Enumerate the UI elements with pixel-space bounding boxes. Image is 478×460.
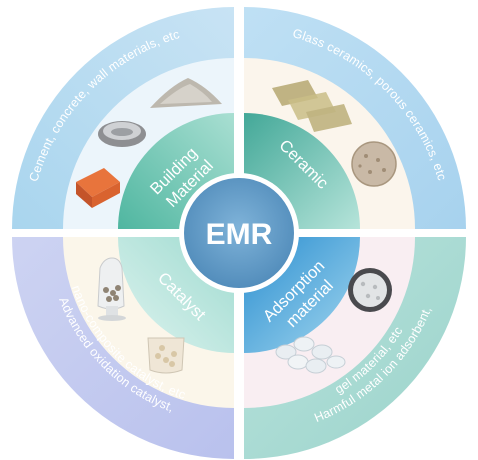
center-label: EMR — [206, 218, 273, 251]
gel-beads-icon — [275, 336, 346, 374]
beaker-icon — [147, 337, 185, 374]
petri-dish-icon — [348, 268, 392, 312]
porous-disc-icon — [351, 141, 397, 187]
center-circle — [184, 178, 294, 288]
vial-icon — [97, 257, 126, 321]
brick-icon — [76, 168, 120, 208]
glass-tiles-icon — [272, 80, 352, 132]
dish-icon — [98, 121, 146, 147]
powder-pile-icon — [150, 78, 222, 108]
